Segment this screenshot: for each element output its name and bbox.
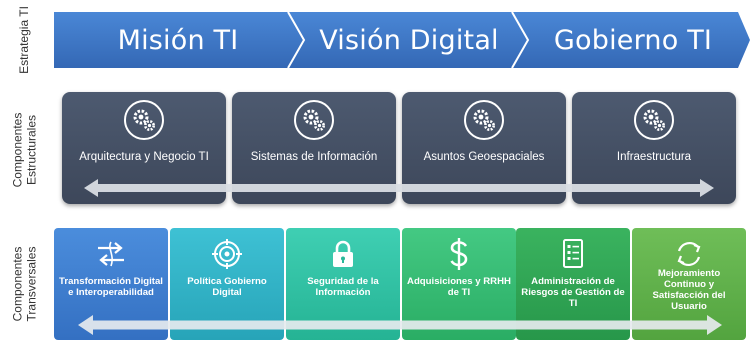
lock-icon: [323, 236, 363, 272]
row-label-strategy: Estrategia TI: [17, 6, 31, 74]
structural-label: Asuntos Geoespaciales: [423, 151, 545, 163]
gears-icon: [124, 100, 164, 140]
transversal-label: Administración de Riesgos de Gestión de …: [521, 276, 625, 309]
banner-shape: [54, 12, 750, 68]
transversal-double-arrow: [78, 315, 722, 335]
structural-label: Infraestructura: [616, 151, 692, 163]
transversal-label: Adquisiciones y RRHH de TI: [407, 276, 511, 298]
gears-icon: [464, 100, 504, 140]
transversal-label: Transformación Digital e Interoperabilid…: [59, 276, 163, 298]
transversal-label: Mejoramiento Continuo y Satisfacción del…: [652, 268, 726, 312]
cycle-arrows-icon: [669, 236, 709, 272]
strategy-banner: Misión TI Visión Digital Gobierno TI: [54, 12, 750, 72]
structural-label: Arquitectura y Negocio TI: [79, 151, 209, 163]
gears-icon-svg: [473, 109, 495, 131]
strategy-vision: Visión Digital: [319, 24, 499, 56]
gears-icon-svg: [303, 109, 325, 131]
transversal-label: Política Gobierno Digital: [187, 276, 267, 298]
chevron-divider-1: [287, 12, 306, 69]
target-svg: [212, 239, 242, 269]
strategy-gobierno: Gobierno TI: [553, 24, 713, 56]
strategy-mision: Misión TI: [117, 24, 239, 56]
gears-icon: [294, 100, 334, 140]
structural-double-arrow: [84, 179, 714, 197]
strategy-chevrons: [54, 12, 750, 69]
dollar-svg: [450, 238, 468, 270]
cycle-arrows-svg: [677, 242, 701, 266]
gears-icon-svg: [133, 109, 155, 131]
chevron-divider-2: [511, 12, 530, 69]
exchange-arrows-svg: [98, 241, 124, 267]
gears-icon: [634, 100, 674, 140]
dollar-icon: [439, 236, 479, 272]
checklist-icon: [553, 236, 593, 272]
checklist-svg: [563, 239, 583, 268]
exchange-arrows-icon: [91, 236, 131, 272]
target-icon: [207, 236, 247, 272]
structural-label: Sistemas de Información: [250, 151, 378, 163]
transversal-label: Seguridad de la Información: [307, 276, 379, 298]
gears-icon-svg: [643, 109, 665, 131]
lock-svg: [333, 240, 353, 267]
